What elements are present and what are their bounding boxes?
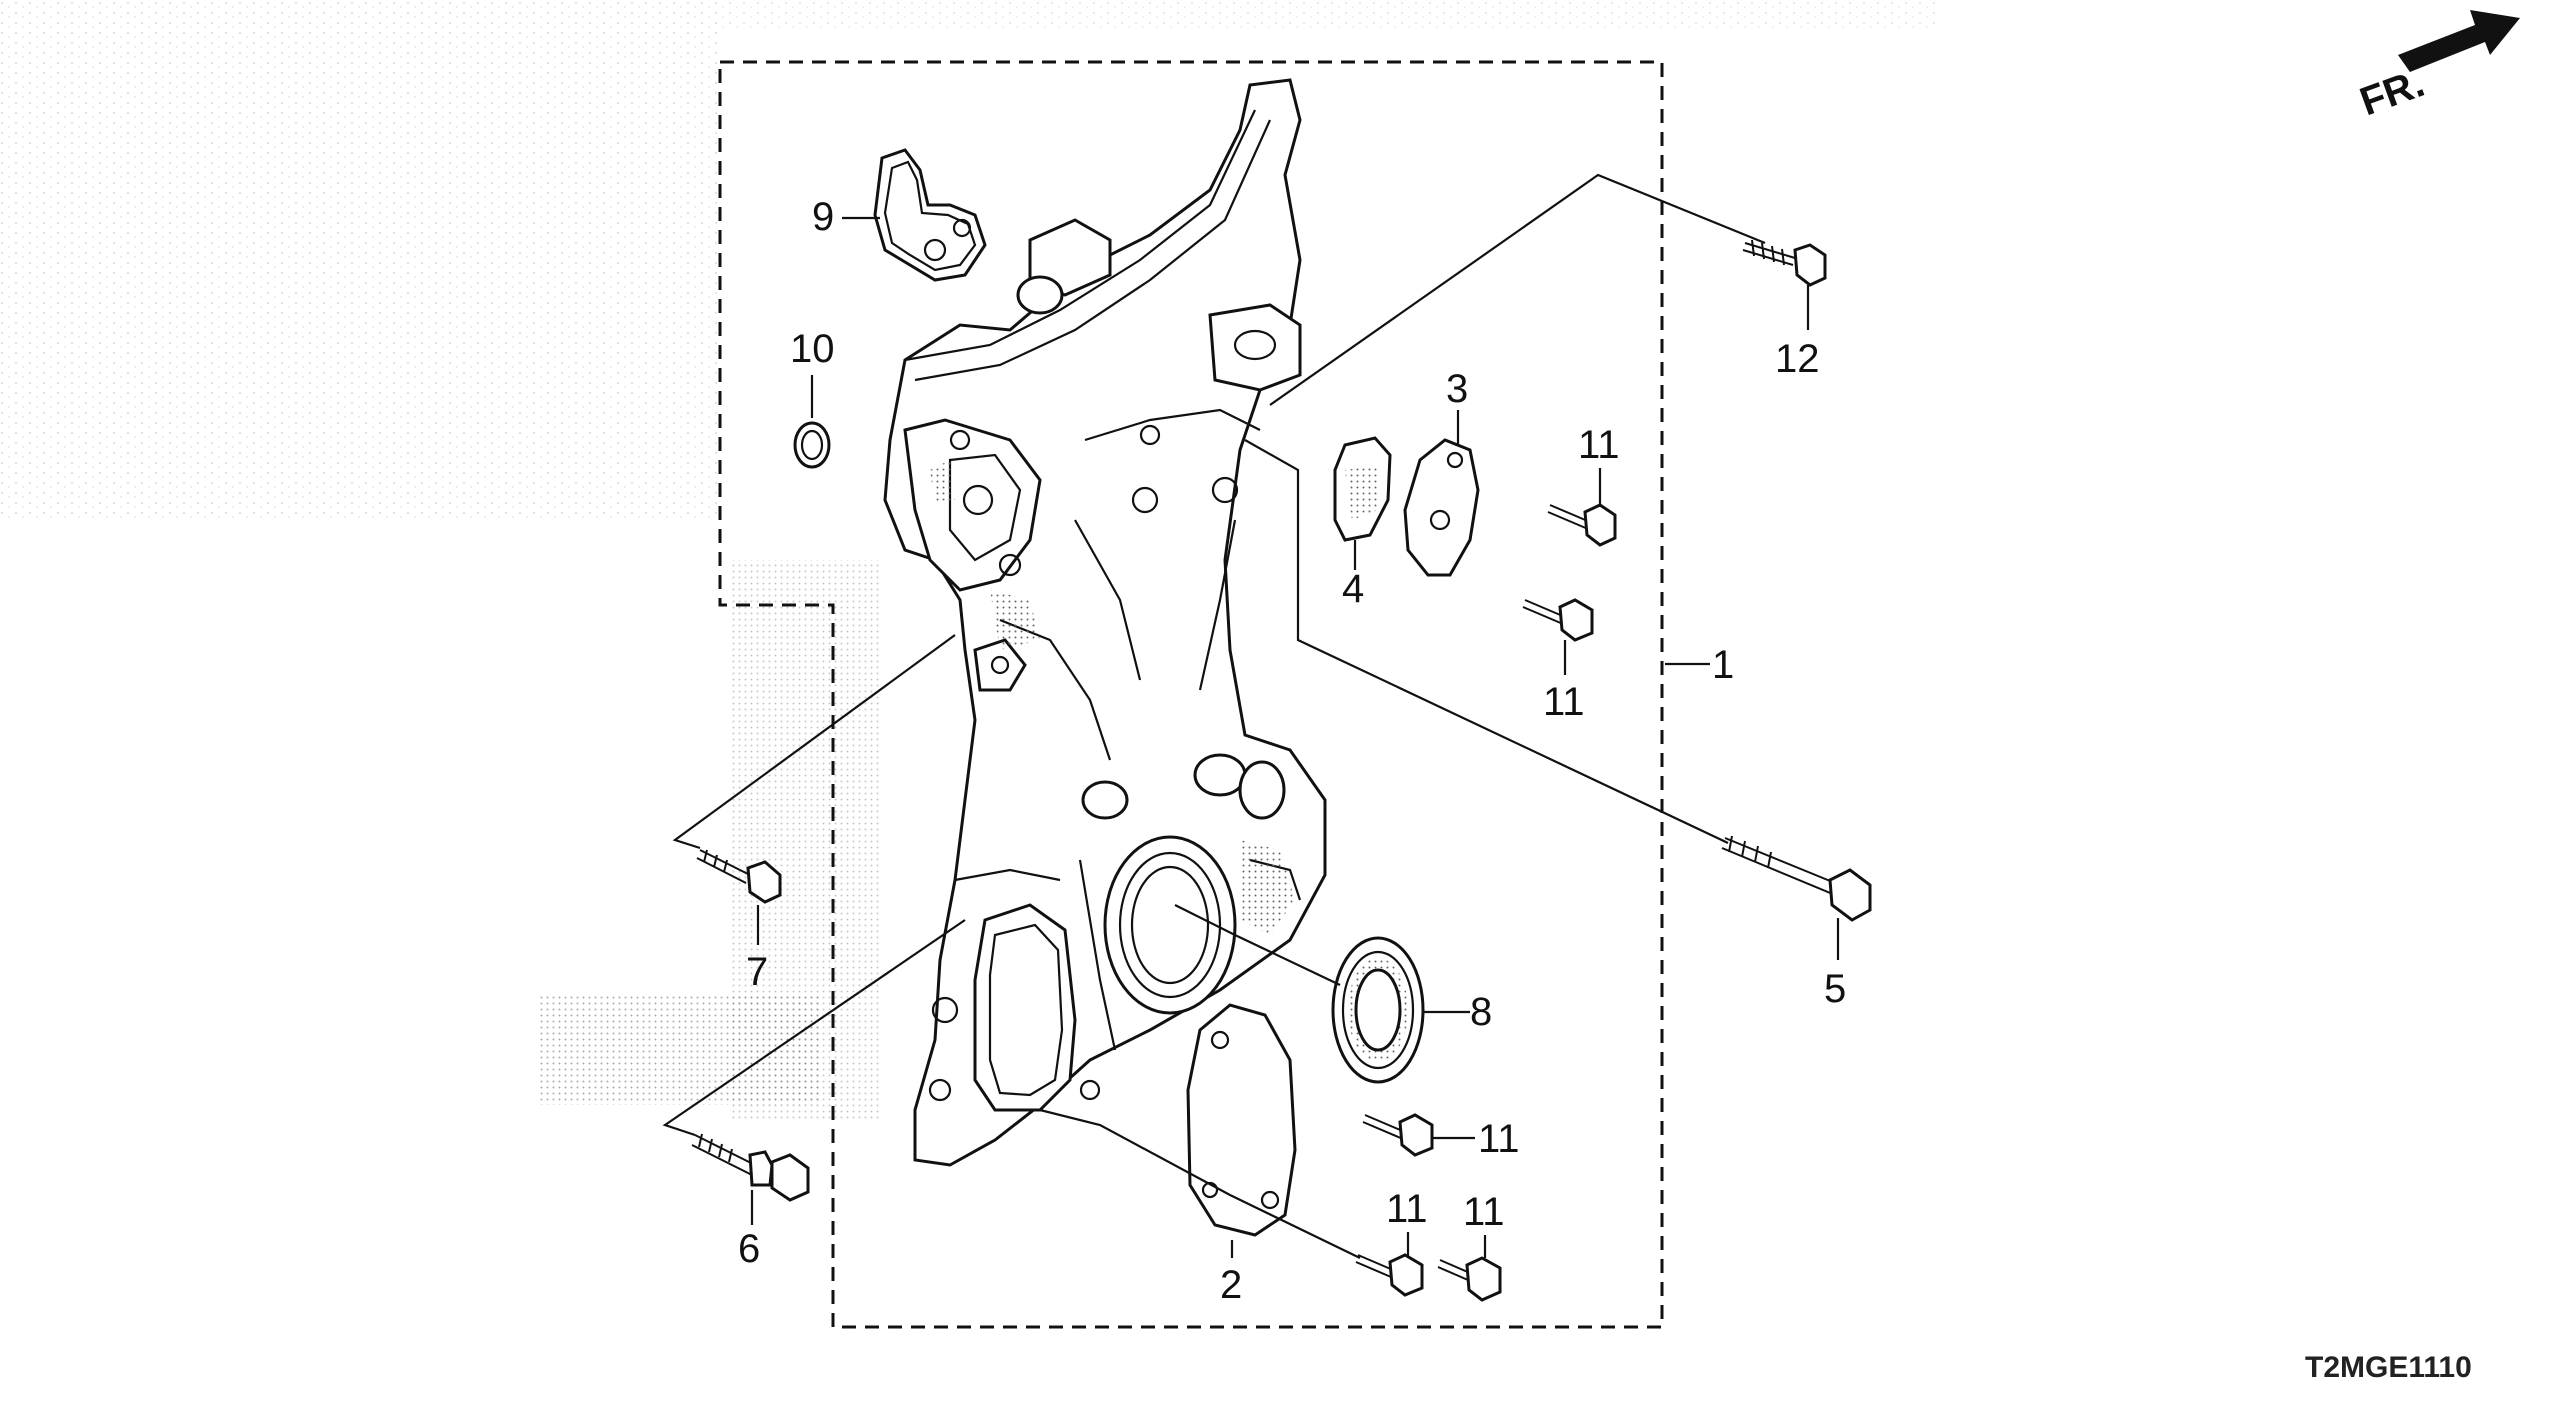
callout-label-6: 6 (738, 1227, 760, 1271)
diagram-code: T2MGE1110 (2305, 1351, 2472, 1384)
bolt-path-2 (1039, 1108, 1361, 1259)
sensor-part-4 (1333, 436, 1392, 542)
callout-label-7: 7 (746, 950, 768, 994)
callout-label-1: 1 (1712, 643, 1734, 687)
bolt-part-11-seal (1362, 1113, 1434, 1157)
bolt-part-7 (696, 849, 782, 904)
bolt-part-11-middle (1522, 598, 1594, 642)
oil-seal-part-8 (1331, 936, 1425, 1084)
cover-plate-part-2 (1186, 1003, 1297, 1237)
scan-noise-top (720, 0, 1940, 30)
scan-noise-mid (730, 560, 880, 1120)
bolt-part-5 (1721, 835, 1872, 922)
bolt-path-6 (662, 919, 966, 1137)
callout-label-11-upper: 11 (1578, 423, 1620, 467)
sensor-bracket-part-3 (1403, 438, 1480, 577)
callout-label-5: 5 (1824, 967, 1846, 1011)
bolt-path-7 (672, 634, 956, 850)
front-indicator-label: FR. (2354, 61, 2430, 124)
bolt-path-5 (1244, 439, 1729, 844)
chain-case-cover (883, 78, 1327, 1167)
assembly-boundary (718, 60, 1664, 1329)
gasket-part-9 (873, 148, 987, 282)
bolt-part-11-bottom-a (1355, 1253, 1424, 1297)
bolt-part-11-bottom-b (1437, 1256, 1502, 1302)
callout-label-12: 12 (1775, 337, 1820, 381)
callout-label-11-bottom-a: 11 (1386, 1187, 1428, 1231)
callout-label-11-seal: 11 (1478, 1117, 1520, 1161)
front-direction-arrow: FR. (2354, 10, 2520, 124)
callout-label-2: 2 (1220, 1263, 1242, 1307)
callout-label-4: 4 (1342, 567, 1364, 611)
callout-label-9: 9 (812, 195, 834, 239)
callout-label-11-middle: 11 (1543, 680, 1585, 724)
bolt-part-12 (1742, 239, 1827, 287)
scan-noise-left (0, 0, 720, 520)
callout-label-8: 8 (1470, 990, 1492, 1034)
bolt-path-8 (1174, 904, 1341, 986)
bolt-part-6 (691, 1133, 810, 1202)
callout-label-11-bottom-b: 11 (1463, 1190, 1505, 1234)
bolt-part-11-upper (1547, 503, 1617, 547)
callout-label-3: 3 (1446, 367, 1468, 411)
o-ring-part-10 (793, 421, 831, 469)
bolt-path-12 (1269, 173, 1766, 406)
crank-seal-bore (1103, 835, 1237, 1015)
callout-label-10: 10 (790, 327, 835, 371)
